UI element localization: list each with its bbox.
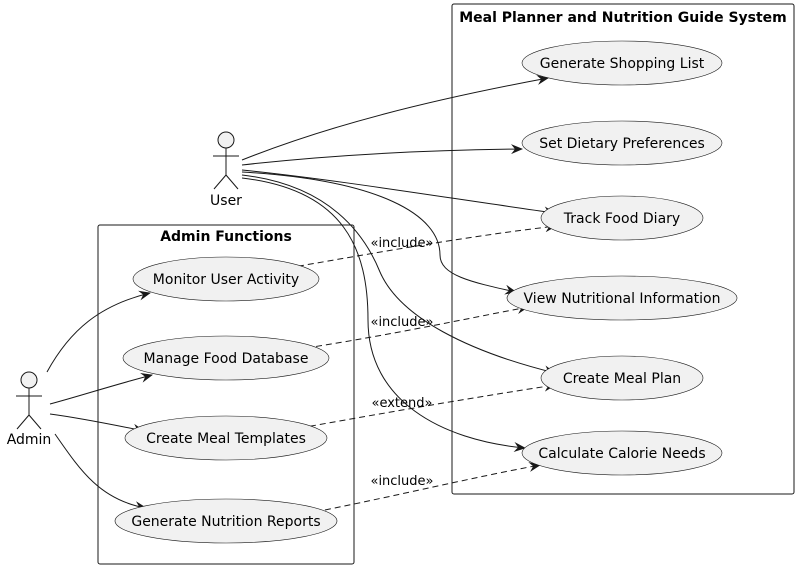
use-case-view-nutritional-information[interactable]: View Nutritional Information xyxy=(506,275,738,321)
edge-user-shopping xyxy=(241,75,549,161)
use-case-calculate-calorie-needs[interactable]: Calculate Calorie Needs xyxy=(521,430,723,476)
relation-label-fooddb-nutrition: «include» xyxy=(370,315,433,330)
edge-user-preferences xyxy=(241,144,523,166)
svg-text:Create Meal Plan: Create Meal Plan xyxy=(563,371,681,387)
edge-admin-fooddb xyxy=(49,372,153,405)
edge-user-nutrition xyxy=(241,171,517,295)
relation-label-reports-calories: «include» xyxy=(370,474,433,489)
edge-admin-monitor xyxy=(46,290,151,373)
svg-text:View Nutritional Information: View Nutritional Information xyxy=(524,291,721,307)
admin-associations xyxy=(46,290,153,512)
user-associations xyxy=(241,75,556,452)
use-case-track-food-diary[interactable]: Track Food Diary xyxy=(540,195,704,241)
svg-text:Manage Food Database: Manage Food Database xyxy=(144,351,309,367)
admin-package-title: Admin Functions xyxy=(160,229,292,245)
actor-user-label: User xyxy=(210,193,242,209)
edge-fooddb-nutrition xyxy=(305,304,529,349)
edge-templates-mealplan xyxy=(299,381,556,429)
system-boundary: Meal Planner and Nutrition Guide System xyxy=(451,3,795,495)
actor-admin[interactable]: Admin xyxy=(7,371,52,448)
relation-label-monitor-diary: «include» xyxy=(370,236,433,251)
svg-text:Generate Nutrition Reports: Generate Nutrition Reports xyxy=(131,514,320,530)
use-case-create-meal-plan[interactable]: Create Meal Plan xyxy=(540,355,704,401)
svg-text:Set Dietary Preferences: Set Dietary Preferences xyxy=(539,136,705,152)
svg-text:Monitor User Activity: Monitor User Activity xyxy=(153,272,299,288)
use-case-generate-nutrition-reports[interactable]: Generate Nutrition Reports xyxy=(114,498,338,544)
svg-text:Create Meal Templates: Create Meal Templates xyxy=(146,431,306,447)
use-case-set-dietary-preferences[interactable]: Set Dietary Preferences xyxy=(521,120,723,166)
actor-admin-label: Admin xyxy=(7,432,52,448)
system-title: Meal Planner and Nutrition Guide System xyxy=(459,10,787,26)
edge-admin-reports xyxy=(54,433,147,512)
relation-label-templates-mealplan: «extend» xyxy=(372,396,433,411)
use-case-create-meal-templates[interactable]: Create Meal Templates xyxy=(124,415,328,461)
dependency-relations xyxy=(287,222,557,513)
use-case-generate-shopping-list[interactable]: Generate Shopping List xyxy=(521,40,723,86)
edge-reports-calories xyxy=(314,462,541,513)
svg-text:Generate Shopping List: Generate Shopping List xyxy=(540,56,705,72)
use-case-manage-food-database[interactable]: Manage Food Database xyxy=(122,335,330,381)
use-case-monitor-user-activity[interactable]: Monitor User Activity xyxy=(132,256,320,302)
edge-user-diary xyxy=(241,169,556,217)
actor-user[interactable]: User xyxy=(210,131,242,209)
svg-text:Track Food Diary: Track Food Diary xyxy=(563,211,680,227)
admin-package: Admin Functions xyxy=(97,224,355,565)
edge-admin-templates xyxy=(49,413,145,434)
edge-user-calories xyxy=(241,177,526,452)
edge-user-mealplan xyxy=(241,174,556,376)
edge-monitor-diary xyxy=(287,222,557,269)
svg-text:Calculate Calorie Needs: Calculate Calorie Needs xyxy=(538,446,705,462)
